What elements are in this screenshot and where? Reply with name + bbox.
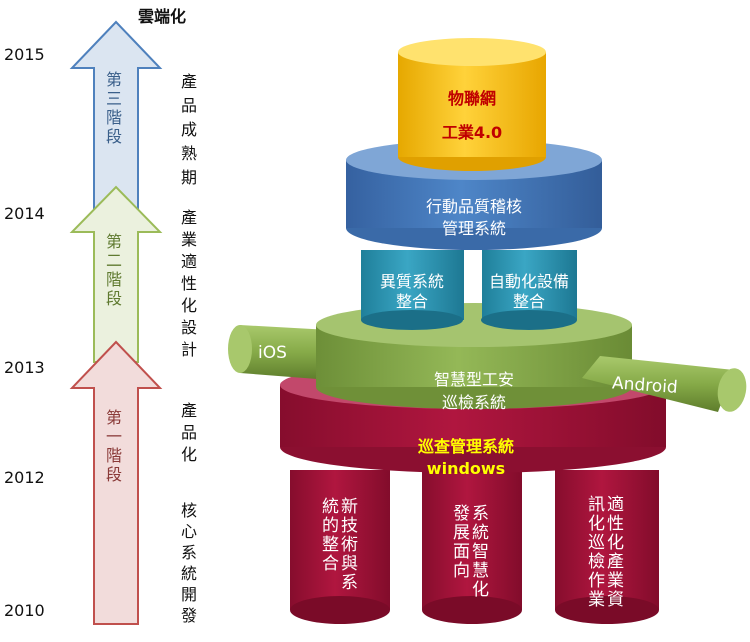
red-pillar-2 bbox=[422, 470, 522, 624]
top-cylinder-line2: 工業4.0 bbox=[442, 123, 502, 142]
pillar-text-column: 發展面向 bbox=[453, 504, 470, 581]
teal-pillar-1 bbox=[361, 250, 464, 330]
pillar-text-column: 統的整合 bbox=[322, 497, 339, 574]
stage3-label: 第三階段 bbox=[106, 70, 123, 146]
red-pillar-1-text: 新技術與系統的整合 bbox=[322, 498, 358, 593]
pillar-text-column: 訊化巡檢作業 bbox=[588, 495, 605, 610]
year-2015: 2015 bbox=[4, 45, 45, 64]
phase-industry-design: 產業適性化設計 bbox=[181, 208, 198, 359]
year-2010: 2010 bbox=[4, 601, 45, 620]
year-2013: 2013 bbox=[4, 358, 45, 377]
pillar-text-column: 適性化產業資 bbox=[607, 495, 624, 610]
pillar-text-column: 新技術與系 bbox=[341, 497, 358, 593]
blue-disc-line2: 管理系統 bbox=[442, 219, 506, 238]
red-pillar-2-text: 系統智慧化發展面向 bbox=[453, 505, 489, 600]
red-disc-line1: 巡查管理系統 bbox=[418, 437, 514, 456]
stage3-arrow bbox=[69, 20, 163, 211]
phase-mature: 產品成熟期 bbox=[181, 72, 198, 187]
top-cylinder-line1: 物聯網 bbox=[448, 89, 496, 108]
red-pillar-3 bbox=[555, 470, 659, 624]
stage1-label: 第一階段 bbox=[106, 408, 123, 484]
red-disc-line2: windows bbox=[427, 459, 505, 478]
teal-pillar-2-line2: 整合 bbox=[513, 292, 545, 311]
green-disc bbox=[316, 303, 632, 409]
red-pillar-3-text: 適性化產業資訊化巡檢作業 bbox=[588, 496, 624, 610]
stage2-arrow bbox=[69, 185, 163, 363]
green-disc-line1: 智慧型工安 bbox=[434, 370, 514, 389]
phase-productize: 產品化 bbox=[181, 401, 198, 464]
blue-disc-line1: 行動品質稽核 bbox=[426, 197, 522, 216]
timeline-top-label: 雲端化 bbox=[138, 7, 186, 26]
teal-pillar-2 bbox=[481, 250, 577, 330]
year-2012: 2012 bbox=[4, 468, 45, 487]
stage1-arrow bbox=[69, 340, 163, 625]
android-label: Android bbox=[611, 373, 678, 398]
ios-label: iOS bbox=[258, 343, 287, 363]
ios-rod bbox=[228, 325, 330, 380]
teal-pillar-1-line1: 異質系統 bbox=[380, 272, 444, 291]
teal-pillar-1-line2: 整合 bbox=[396, 292, 428, 311]
red-pillar-1 bbox=[290, 470, 390, 624]
top-cylinder bbox=[398, 38, 546, 171]
android-rod bbox=[582, 356, 747, 412]
year-2014: 2014 bbox=[4, 204, 45, 223]
phase-core-dev: 核心系統開發 bbox=[181, 501, 198, 625]
teal-pillar-2-line1: 自動化設備 bbox=[489, 272, 569, 291]
green-disc-line2: 巡檢系統 bbox=[442, 393, 506, 412]
pillar-text-column: 系統智慧化 bbox=[472, 504, 489, 600]
stage2-label: 第二階段 bbox=[106, 232, 123, 308]
